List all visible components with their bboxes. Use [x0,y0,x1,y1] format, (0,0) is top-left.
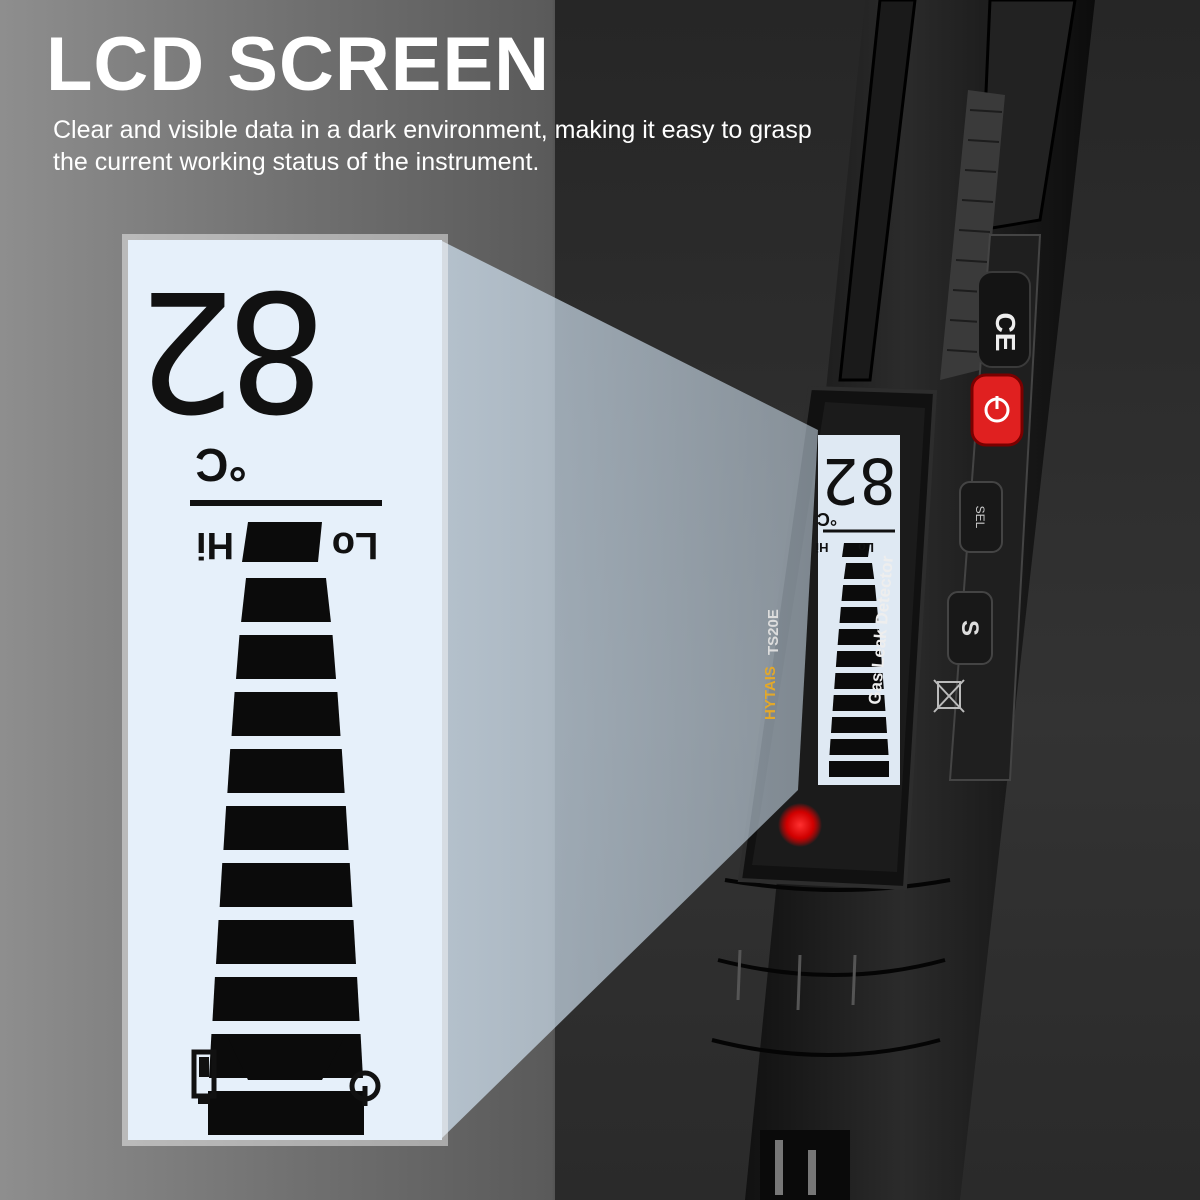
hi-level-block [242,522,322,562]
level-bar [215,920,357,964]
lcd-lo-label: Lo [331,524,379,566]
level-bar [231,692,341,736]
enlarged-lcd [122,234,448,1146]
lcd-reading: 82 [147,254,326,446]
level-bar [829,761,889,777]
hi-level-block [842,543,870,557]
level-bar [235,635,337,679]
level-bar [830,717,888,733]
level-bar [835,651,883,667]
level-bar [829,739,889,755]
device-lcd-reading: 82 [822,444,897,517]
page-title: LCD SCREEN [46,22,551,107]
ce-mark-text: CE [990,313,1021,352]
auto-power-off-icon [349,1070,381,1106]
sel-button-label: SEL [973,506,987,529]
level-bar [837,629,881,645]
device-lcd-lo-label: Lo [858,540,874,555]
level-bar [223,806,349,850]
s-button-label: S [956,620,983,636]
level-bar [208,1091,364,1135]
indicator-led [778,803,822,847]
device-lcd-hi-label: Hi [815,540,829,555]
weee-bin-icon [933,679,965,713]
level-bar [212,977,360,1021]
device-lcd-unit: °C [816,509,838,529]
level-bar [832,695,886,711]
sel-button[interactable]: SEL [959,481,1003,553]
device-lcd-level-bars [829,543,889,777]
device-brand: HYTAIS [762,666,779,720]
level-bar [841,585,877,601]
level-bar [839,607,879,623]
level-bar [834,673,884,689]
ce-mark-icon: CE [977,271,1031,368]
level-base-segment [228,1038,344,1080]
level-bar [219,863,353,907]
zoom-beam [440,240,818,1140]
battery-icon [191,1049,217,1104]
lcd-hi-label: Hi [196,524,234,566]
device-lcd: 82 [818,435,900,785]
device-model: TS20E [765,609,782,655]
lcd-level-bars [208,522,364,1135]
s-button[interactable]: S [947,591,993,665]
page-subtitle: Clear and visible data in a dark environ… [53,116,812,176]
power-button[interactable] [970,373,1024,447]
level-bar [843,563,875,579]
lcd-unit: °C [195,439,247,491]
level-bar [241,578,331,622]
level-bar [227,749,345,793]
